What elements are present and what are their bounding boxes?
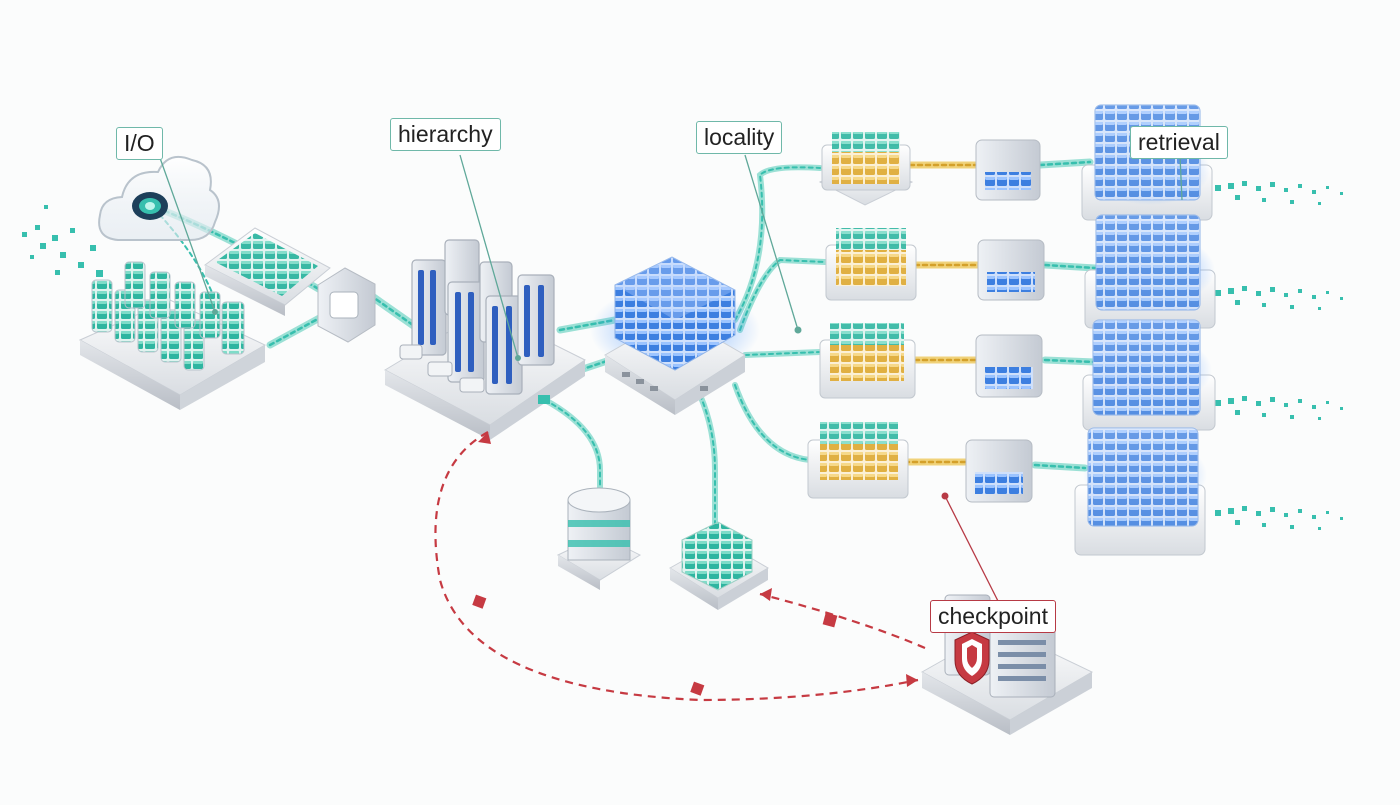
checkpoint-markers: [472, 432, 918, 696]
label-anchors: [212, 309, 949, 500]
processing-rows: [807, 104, 1216, 556]
shield-icon: [954, 631, 990, 685]
hierarchy-label: hierarchy: [390, 118, 501, 152]
locality-hub: [590, 256, 760, 415]
row-1: [818, 104, 1213, 221]
teal-links: [146, 158, 1099, 558]
checkpoint-flow: [434, 431, 926, 702]
storage-database: [556, 487, 642, 590]
hierarchy-cluster: [383, 239, 586, 440]
row-2: [825, 214, 1216, 329]
retrieval-label: retrieval: [1130, 126, 1228, 160]
cloud-icon: [98, 156, 220, 241]
io-label: I/O: [116, 127, 163, 161]
input-stream: [22, 205, 103, 277]
recovery-buffer: [669, 521, 769, 610]
label-leaders: [159, 154, 1183, 606]
checkpoint-label: checkpoint: [930, 600, 1056, 634]
output-streams: [1215, 181, 1343, 530]
row-4: [807, 422, 1207, 556]
ingest-rack: [78, 261, 267, 410]
row-3: [819, 319, 1216, 431]
gateway-switch: [317, 267, 376, 343]
locality-label: locality: [696, 121, 783, 155]
ingest-buffer: [204, 227, 331, 316]
